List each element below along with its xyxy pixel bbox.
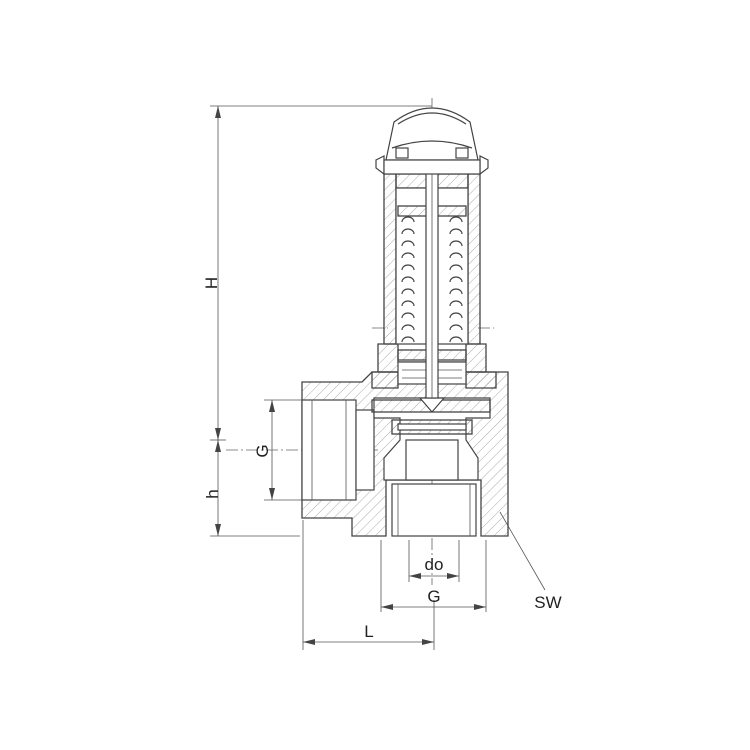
label-height-H: H: [202, 277, 221, 289]
label-inlet-height-h: h: [203, 489, 222, 498]
dimension-labels: H G h do G L SW: [202, 277, 562, 641]
valve-disc: [371, 397, 491, 435]
label-length-L: L: [364, 622, 373, 641]
label-wrench-SW: SW: [534, 593, 561, 612]
valve-body: [301, 371, 509, 537]
dimension-lines: [210, 105, 546, 650]
label-bore-do: do: [425, 555, 444, 574]
label-outlet-thread-G: G: [427, 587, 440, 606]
valve-cap: [375, 107, 489, 176]
label-inlet-thread-G: G: [253, 444, 272, 457]
